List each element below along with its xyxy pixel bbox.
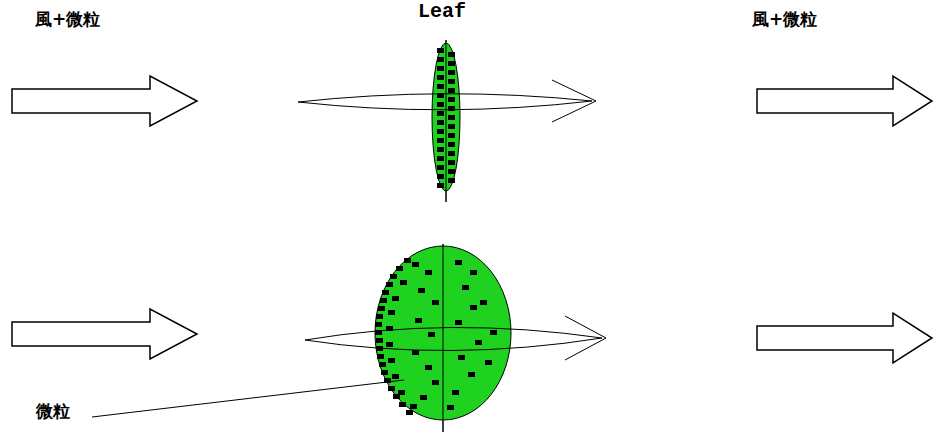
flow-label-wrap: 風+微粒	[35, 8, 100, 31]
flow-label: 風+微粒	[35, 9, 100, 29]
flow-label-wrap: 風+微粒	[752, 8, 817, 31]
flow-lens	[305, 338, 602, 351]
leaf-midrib	[443, 246, 444, 420]
particle-label-wrap: 微粒	[36, 400, 70, 423]
leader-line	[92, 380, 404, 417]
leaf-title-wrap: Leaf	[418, 0, 466, 23]
particles	[437, 48, 455, 188]
flow-arrowhead	[565, 316, 606, 360]
leaf-edge-view	[432, 43, 460, 191]
flow-lens	[298, 94, 592, 102]
flow-label: 風+微粒	[752, 9, 817, 29]
wind-arrow	[12, 76, 197, 126]
flow-lens	[298, 101, 592, 110]
flow-lens	[305, 327, 602, 340]
particles	[375, 258, 497, 415]
wind-arrow	[757, 313, 932, 363]
particle-label: 微粒	[36, 401, 70, 421]
wind-arrow	[757, 76, 932, 126]
leaf-face-view	[375, 246, 511, 420]
flow-arrowhead	[552, 80, 596, 122]
leaf-title: Leaf	[418, 0, 466, 23]
leaf-midrib	[446, 43, 447, 191]
wind-arrow	[12, 309, 197, 359]
